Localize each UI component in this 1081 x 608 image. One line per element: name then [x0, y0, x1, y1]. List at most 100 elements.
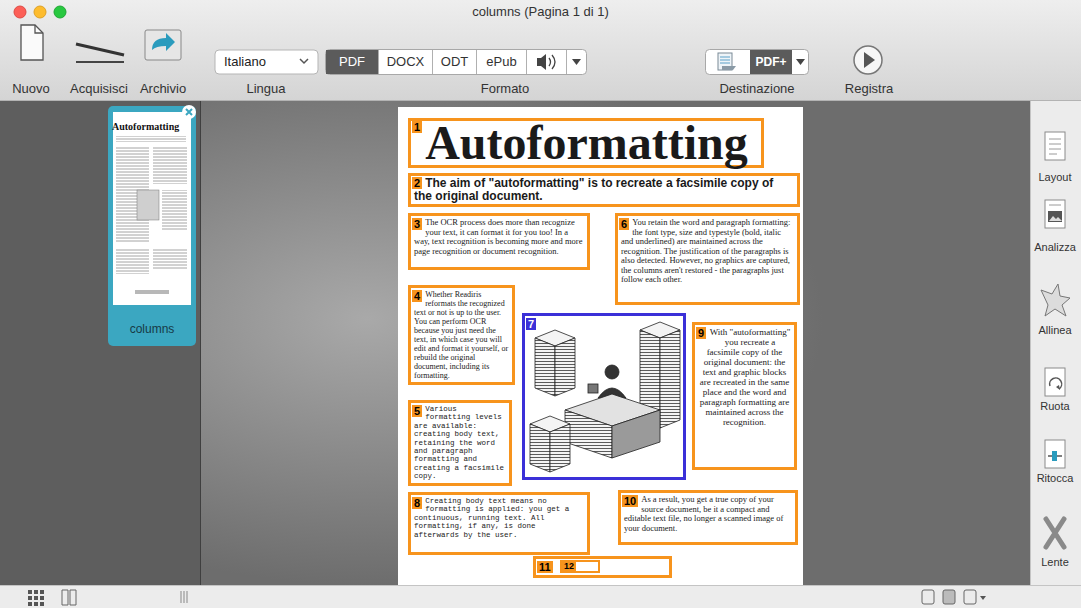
office-illustration: [612, 410, 660, 458]
destination-group: [706, 50, 809, 75]
workspace: [200, 101, 201, 585]
layout-icon: [1045, 132, 1065, 160]
thumbnail-picture: [137, 190, 159, 220]
analyze-icon: [1049, 216, 1062, 221]
thumbnail-text: [116, 136, 186, 142]
thumbnail-text: [162, 190, 187, 230]
office-illustration: [530, 424, 550, 472]
tool-label: Ruota: [1031, 400, 1079, 412]
node-text: Italiano: [224, 54, 266, 69]
format-segmented: [526, 50, 527, 74]
thumbnail-card: [108, 105, 196, 346]
retouch-icon: [1052, 451, 1057, 461]
toolbar-label: Lingua: [226, 81, 306, 96]
dropdown-arrow: [796, 59, 805, 65]
status-bar: [0, 585, 1081, 608]
text-zone: 2The aim of "autoformatting" is to recre…: [408, 173, 800, 207]
zone-number: 8: [412, 497, 422, 509]
record-button: [854, 46, 882, 74]
workspace: [1030, 101, 1031, 585]
layout-icon: [1045, 132, 1065, 160]
node-text: columns: [130, 322, 175, 336]
node-text: Autoformatting: [425, 116, 748, 169]
format-button: ePub: [476, 50, 526, 74]
office-illustration: [660, 330, 680, 428]
scan-icon: [76, 44, 124, 55]
text-zone: 9With "autoformatting" you recreate a fa…: [692, 322, 797, 470]
node-text: The OCR process does more than recognize…: [414, 217, 582, 256]
zone-number: 6: [619, 218, 629, 230]
node-text: DOCX: [387, 54, 425, 69]
text-zone: 6You retain the word and paragraph forma…: [615, 213, 800, 305]
zone-number: 10: [622, 495, 638, 507]
node-text: You retain the word and paragraph format…: [621, 217, 790, 284]
language-dropdown: [300, 59, 308, 63]
format-segmented: [566, 50, 567, 74]
destination-button: PDF+: [750, 50, 792, 74]
thumbnail-card: columnsAutoformatting: [108, 106, 196, 346]
document-icon: [722, 66, 736, 70]
remove-button: [182, 105, 196, 119]
align-icon: [1041, 284, 1070, 316]
minimize-light: [34, 6, 46, 18]
rotate-icon: [1045, 368, 1065, 396]
remove-button: [186, 109, 192, 115]
toolbar-label: Archivio: [134, 81, 192, 96]
text-zone: 11: [533, 556, 672, 578]
dropdown-arrow: [980, 596, 986, 600]
grid-view-icon: [28, 590, 44, 606]
toolbar-label: Acquisisci: [66, 81, 132, 96]
tool-label: Layout: [1031, 171, 1079, 183]
thumbnail-text: [116, 248, 149, 274]
node-text: ODT: [441, 54, 468, 69]
language-dropdown: [215, 50, 318, 74]
text-zone: 3The OCR process does more than recogniz…: [408, 213, 590, 270]
thumbnail-panel: [0, 101, 200, 585]
text-zone: 12: [560, 560, 600, 573]
format-segmented: [326, 50, 587, 75]
node-text: With "autoformatting" you recreate a fac…: [700, 327, 791, 427]
new-icon: [21, 25, 43, 60]
tool-label: Analizza: [1031, 241, 1079, 253]
toolbar: [0, 0, 1081, 101]
tool-sidebar: [1030, 101, 1081, 585]
view-icon: [922, 590, 934, 604]
zone-number: 7: [526, 318, 536, 330]
status-bar: [0, 585, 1081, 608]
rotate-icon: [1045, 368, 1065, 396]
node-text: The aim of "autoformatting" is to recrea…: [414, 176, 773, 203]
toolbar-label: Registra: [834, 81, 904, 96]
zone-number: 3: [412, 218, 422, 230]
thumbnail-card: [108, 106, 196, 346]
node-text: Various formatting levels are available:…: [414, 405, 504, 480]
toolbar: [0, 0, 1081, 101]
rotate-icon: [1056, 385, 1060, 390]
retouch-icon: [1045, 440, 1065, 468]
text-zone: 5Various formatting levels are available…: [408, 400, 512, 486]
toolbar-label: Destinazione: [707, 81, 807, 96]
window-title: columns (Pagina 1 di 1): [0, 4, 1081, 19]
office-illustration: [588, 384, 598, 393]
zone-number: 11: [537, 561, 553, 573]
document-icon: [720, 57, 730, 63]
node-text: Creating body text means no formatting i…: [414, 497, 569, 539]
view-icon: [964, 590, 976, 604]
resize-handle: [181, 591, 187, 603]
node-text: ePub: [486, 54, 516, 69]
scanned-page: [398, 107, 803, 585]
record-button: [864, 52, 875, 68]
scan-icon: [76, 44, 124, 62]
toolbar-label: Nuovo: [2, 81, 60, 96]
record-button: [854, 46, 882, 74]
layout-icon: [1049, 139, 1061, 154]
dropdown-arrow: [572, 59, 581, 65]
archive-icon: [152, 33, 175, 51]
office-illustration: [605, 365, 619, 379]
new-icon: [35, 25, 43, 33]
node-text: PDF: [339, 54, 365, 69]
picture-zone: 7: [522, 313, 686, 480]
thumbnail-text: [153, 146, 187, 184]
workspace: [0, 101, 1081, 585]
thumbnail-page: [113, 112, 191, 305]
zone-number: 5: [412, 405, 422, 417]
